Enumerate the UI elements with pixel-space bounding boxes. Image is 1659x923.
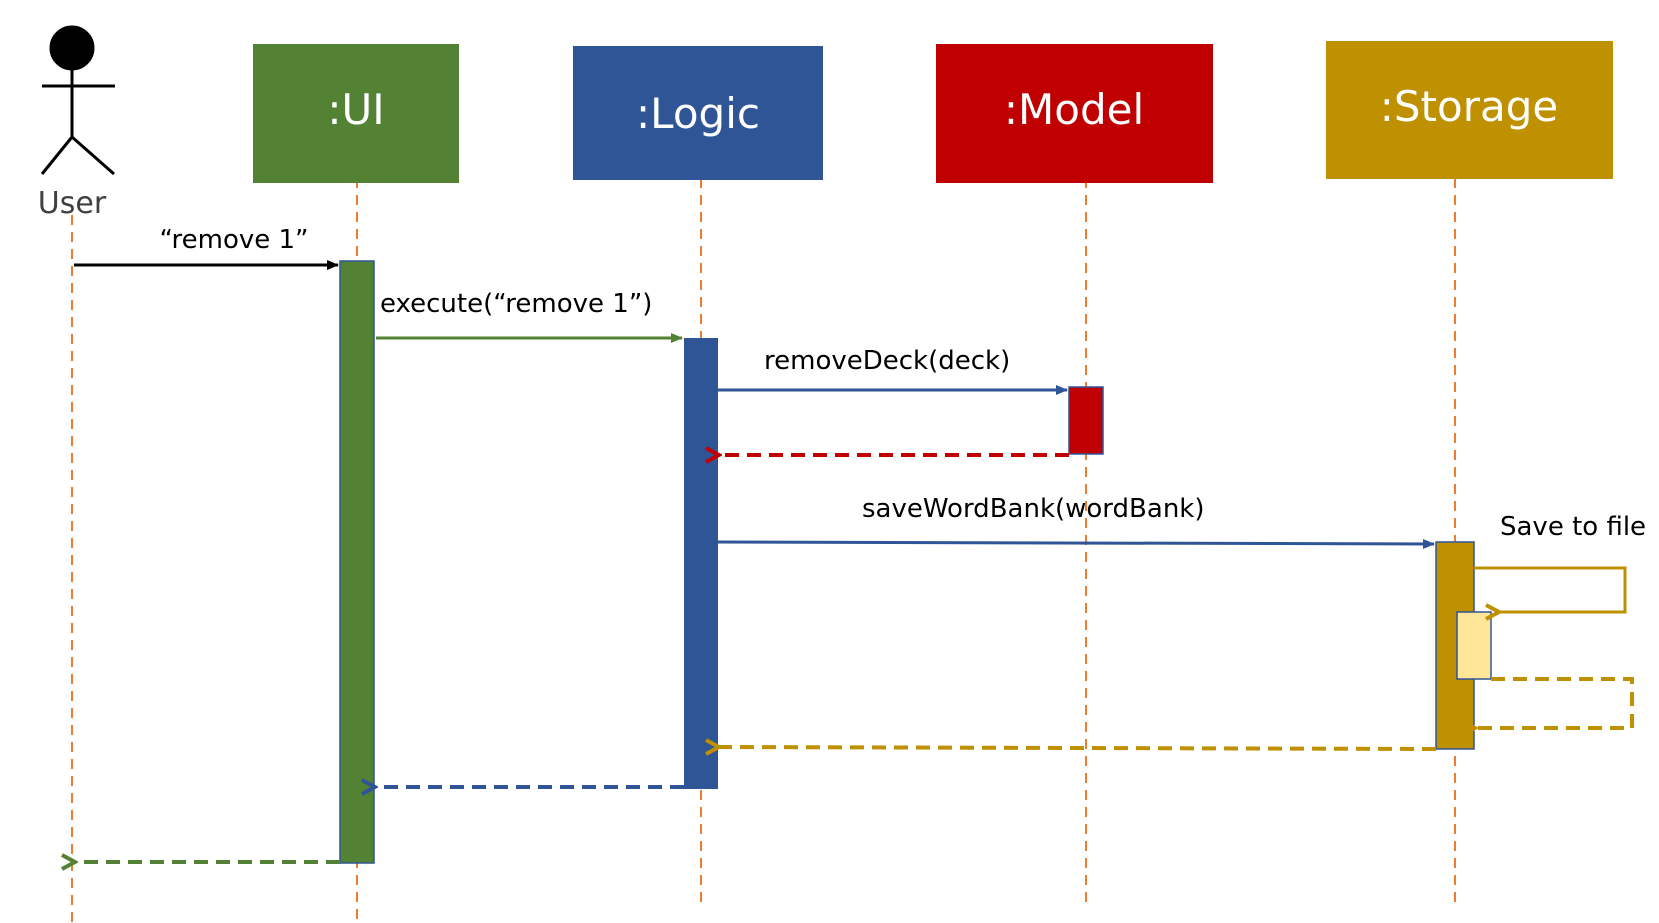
message-logic-to-storage-arrow [717,538,1435,549]
participant-box-logic [573,46,823,180]
participant-box-model [936,44,1213,183]
return-storage-inner-arrow [1476,677,1634,728]
actor-label: User [38,186,107,221]
participant-box-storage [1326,41,1613,179]
participant-box-ui [253,44,459,183]
message-storage-self-label: Save to file [1500,512,1646,542]
message-storage-self-arrow [1474,566,1627,612]
participant-label-logic: :Logic [636,89,760,138]
message-user-to-ui-label: “remove 1” [159,225,308,255]
activation-logic [684,338,718,789]
participant-logic: :Logic [573,46,823,180]
participant-label-ui: :UI [327,85,384,134]
participant-storage: :Storage [1326,41,1613,179]
activation-model [1068,386,1104,455]
lifelines [71,178,1456,923]
message-logic-to-storage-label: saveWordBank(wordBank) [862,494,1205,524]
activation-storage-inner [1456,611,1492,680]
participant-ui: :UI [253,44,459,183]
user-actor: User [38,25,115,221]
participant-label-storage: :Storage [1380,82,1558,131]
participant-model: :Model [936,44,1213,183]
message-logic-to-model-label: removeDeck(deck) [764,346,1010,376]
stick-figure-icon [40,25,115,176]
return-storage-to-logic-arrow [720,747,1437,749]
participant-label-model: :Model [1004,85,1144,134]
activation-ui [339,260,375,864]
message-ui-to-logic-label: execute(“remove 1”) [380,289,652,319]
